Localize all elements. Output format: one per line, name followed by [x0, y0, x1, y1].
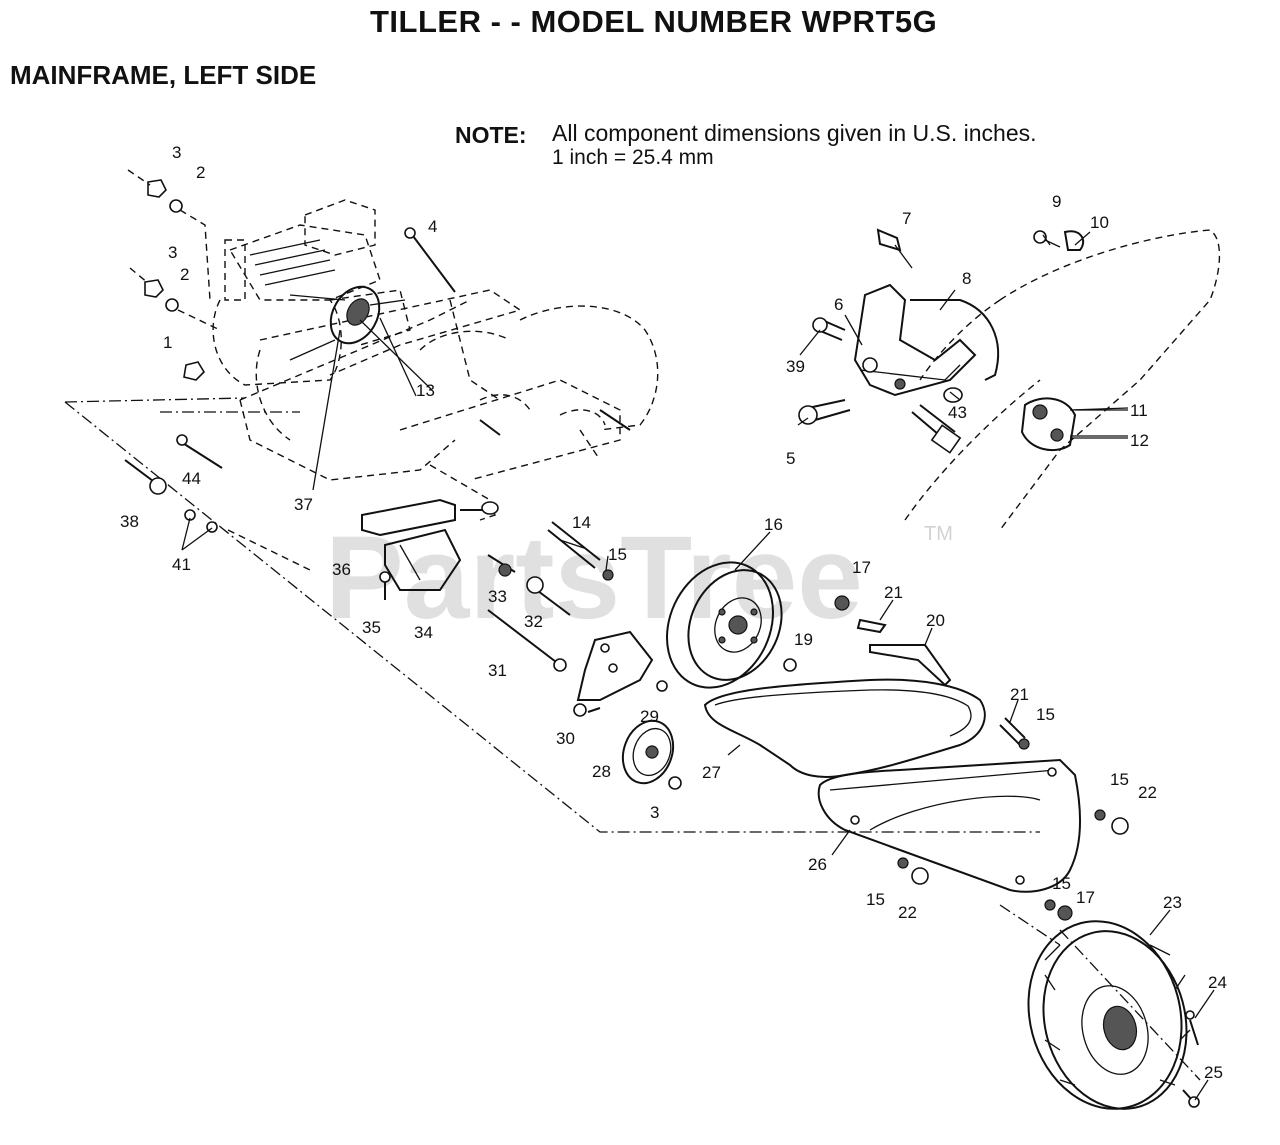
- callout-11: 11: [1130, 401, 1148, 420]
- hitch-brackets: [361, 498, 571, 672]
- callout-29: 29: [640, 707, 659, 726]
- callout-2: 2: [196, 163, 205, 182]
- callout-14: 14: [572, 513, 591, 532]
- callout-43: 43: [948, 403, 967, 422]
- callout-25: 25: [1204, 1063, 1223, 1082]
- callout-2: 2: [180, 265, 189, 284]
- callout-3: 3: [168, 243, 177, 262]
- page-title: TILLER - - MODEL NUMBER WPRT5G: [370, 4, 938, 39]
- callout-38: 38: [120, 512, 139, 531]
- callout-15: 15: [1110, 770, 1129, 789]
- callout-34: 34: [414, 623, 433, 642]
- callout-21: 21: [1010, 685, 1029, 704]
- assembly-boundary-lines: [64, 397, 1201, 1081]
- callout-36: 36: [332, 560, 351, 579]
- section-subtitle: MAINFRAME, LEFT SIDE: [10, 60, 317, 90]
- callout-6: 6: [834, 295, 843, 314]
- callout-17: 17: [852, 558, 871, 577]
- callout-19: 19: [794, 630, 813, 649]
- jackshaft-parts: [460, 409, 631, 581]
- callout-26: 26: [808, 855, 827, 874]
- callout-35: 35: [362, 618, 381, 637]
- callout-9: 9: [1052, 192, 1061, 211]
- callout-15: 15: [608, 545, 627, 564]
- callout-23: 23: [1163, 893, 1182, 912]
- engine-outline: [212, 199, 411, 386]
- callout-24: 24: [1208, 973, 1227, 992]
- belt-cover-outline: [904, 229, 1221, 531]
- callout-44: 44: [182, 469, 201, 488]
- callout-labels: 3 2 3 2 4 1 13 44 38 41 37 36 35 34 33 3…: [120, 143, 1227, 1082]
- callout-10: 10: [1090, 213, 1109, 232]
- callout-20: 20: [926, 611, 945, 630]
- callout-22: 22: [898, 903, 917, 922]
- tine-pulley: [666, 561, 797, 689]
- belt-guard: [817, 758, 1129, 921]
- callout-39: 39: [786, 357, 805, 376]
- callout-3: 3: [172, 143, 181, 162]
- wheel-tire: [1027, 920, 1200, 1110]
- callout-3: 3: [650, 803, 659, 822]
- callout-15: 15: [1052, 874, 1071, 893]
- drive-belt: [703, 678, 986, 778]
- mainframe-outline: [239, 289, 659, 521]
- callout-13: 13: [416, 381, 435, 400]
- engine-pulley-hardware: [124, 169, 456, 571]
- callout-15: 15: [866, 890, 885, 909]
- callout-22: 22: [1138, 783, 1157, 802]
- watermark-tm: TM: [924, 523, 953, 545]
- note-conversion-text: 1 inch = 25.4 mm: [552, 146, 714, 169]
- callout-17: 17: [1076, 888, 1095, 907]
- note-dimensions-text: All component dimensions given in U.S. i…: [552, 120, 1037, 146]
- callout-33: 33: [488, 587, 507, 606]
- idler-assembly: [573, 630, 682, 790]
- callout-5: 5: [786, 449, 795, 468]
- callout-32: 32: [524, 612, 543, 631]
- note-label: NOTE:: [455, 122, 527, 148]
- callout-12: 12: [1130, 431, 1149, 450]
- callout-1: 1: [163, 333, 172, 352]
- callout-28: 28: [592, 762, 611, 781]
- callout-16: 16: [764, 515, 783, 534]
- callout-leaders: [181, 231, 1215, 1101]
- callout-21: 21: [884, 583, 903, 602]
- callout-7: 7: [902, 209, 911, 228]
- callout-41: 41: [172, 555, 191, 574]
- callout-8: 8: [962, 269, 971, 288]
- callout-30: 30: [556, 729, 575, 748]
- callout-4: 4: [428, 217, 437, 236]
- callout-31: 31: [488, 661, 507, 680]
- callout-37: 37: [294, 495, 313, 514]
- depth-bar-assembly: [798, 228, 1128, 454]
- callout-27: 27: [702, 763, 721, 782]
- callout-15: 15: [1036, 705, 1055, 724]
